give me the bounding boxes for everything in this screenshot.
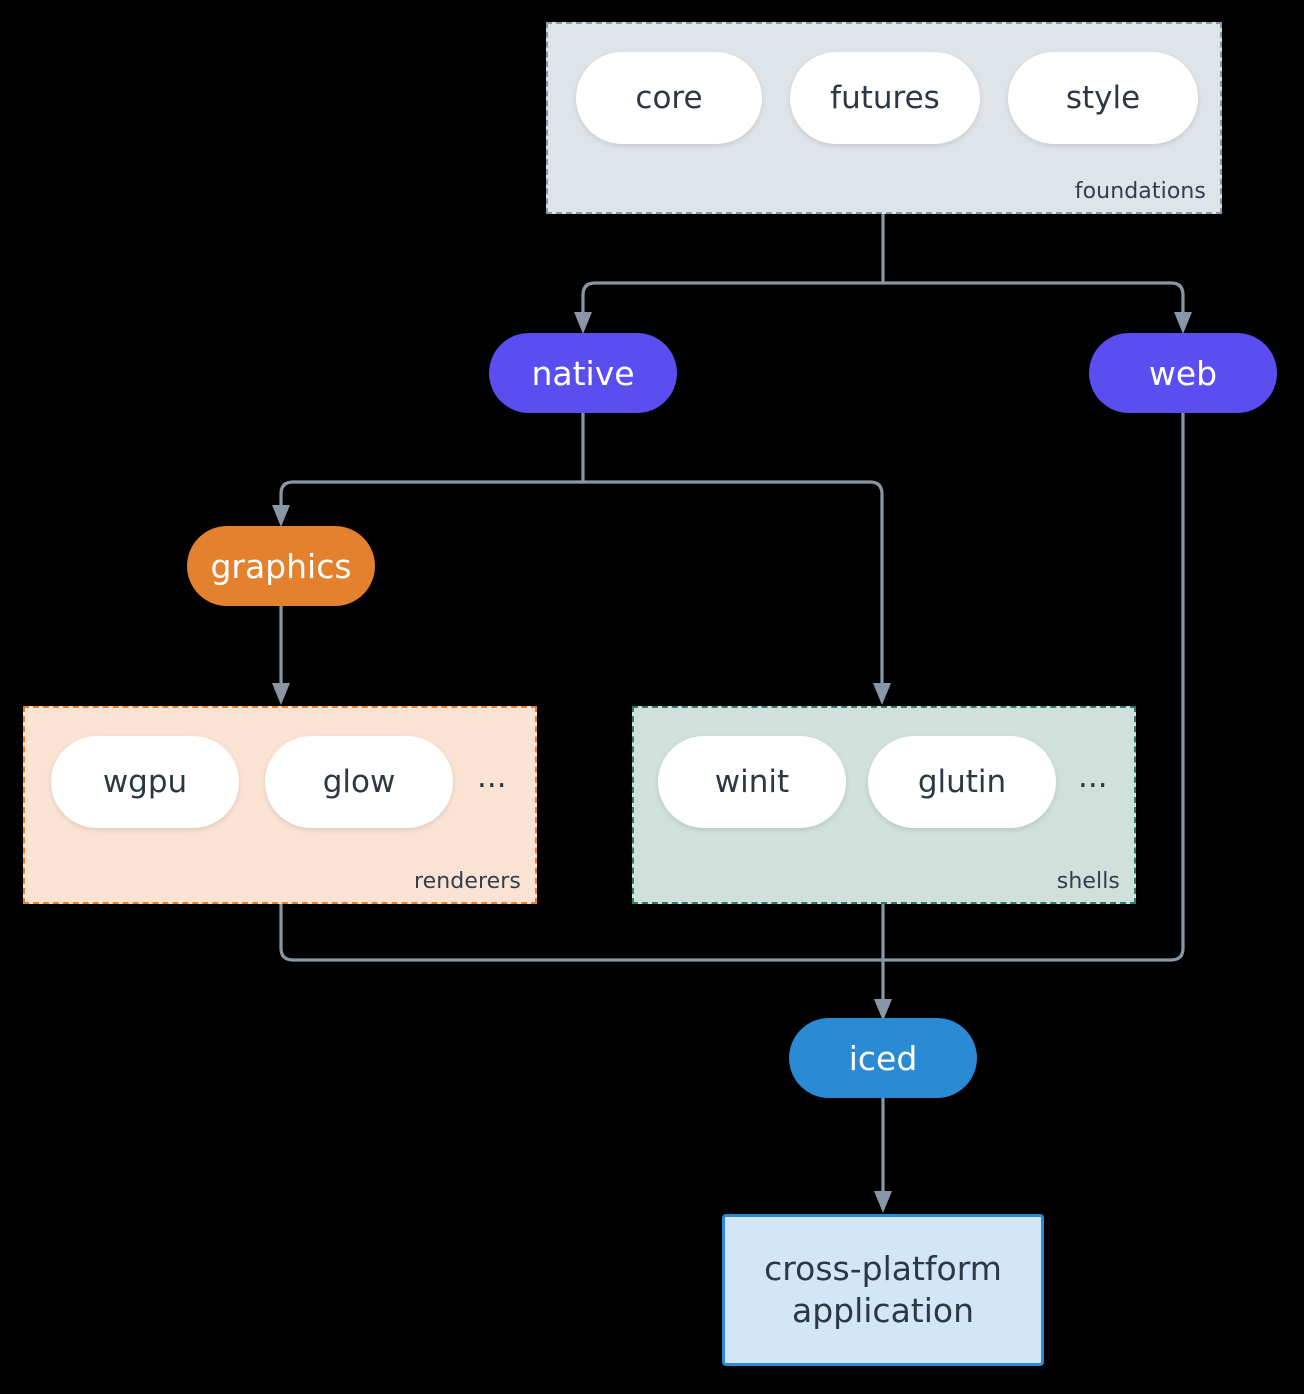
arrowhead-application	[874, 1191, 892, 1213]
node-native-label: native	[531, 353, 635, 393]
arrowhead-web	[1174, 312, 1192, 334]
pill-wgpu[interactable]: wgpu	[51, 736, 239, 828]
application-line-2: application	[791, 1291, 975, 1330]
edge-native-shells	[581, 480, 884, 686]
edge-foundations-native	[581, 281, 885, 317]
pill-winit[interactable]: winit	[658, 736, 846, 828]
node-graphics-label: graphics	[210, 546, 352, 586]
pill-style[interactable]: style	[1008, 52, 1198, 144]
foundations-members: core futures style	[576, 52, 1198, 144]
cluster-renderers: wgpu glow ... renderers	[23, 706, 537, 904]
cluster-shells: winit glutin ... shells	[632, 706, 1136, 904]
application-text-block: cross-platform application	[764, 1248, 1002, 1332]
pill-glutin-label: glutin	[917, 764, 1007, 800]
arrowhead-native	[574, 312, 592, 334]
edge-web-iced	[881, 409, 1185, 962]
arrowhead-renderers	[272, 683, 290, 705]
cluster-renderers-label: renderers	[413, 869, 521, 894]
renderers-overflow-ellipsis: ...	[477, 758, 507, 795]
node-cross-platform-application[interactable]: cross-platform application	[722, 1214, 1044, 1366]
node-web[interactable]: web	[1089, 333, 1277, 413]
pill-winit-label: winit	[714, 764, 790, 800]
pill-glow-label: glow	[322, 764, 396, 800]
node-web-label: web	[1148, 353, 1218, 393]
cluster-foundations-label: foundations	[1074, 179, 1206, 204]
node-native[interactable]: native	[489, 333, 677, 413]
node-graphics[interactable]: graphics	[187, 526, 375, 606]
pill-core[interactable]: core	[576, 52, 762, 144]
edge-foundations-web	[881, 281, 1185, 317]
application-line-1: cross-platform	[764, 1248, 1002, 1288]
cluster-shells-label: shells	[1056, 869, 1120, 894]
node-iced-label: iced	[848, 1038, 918, 1078]
edge-native-graphics	[279, 480, 585, 510]
arrowhead-shells	[873, 683, 891, 705]
pill-glutin[interactable]: glutin	[868, 736, 1056, 828]
arrowhead-iced	[874, 999, 892, 1021]
renderers-members: wgpu glow ...	[51, 736, 507, 828]
edge-renderers-iced	[279, 903, 885, 962]
pill-style-label: style	[1065, 80, 1141, 116]
shells-overflow-ellipsis: ...	[1078, 758, 1108, 795]
pill-futures[interactable]: futures	[790, 52, 980, 144]
node-iced[interactable]: iced	[789, 1018, 977, 1098]
pill-core-label: core	[635, 80, 703, 116]
pill-glow[interactable]: glow	[265, 736, 453, 828]
arrowhead-graphics	[272, 505, 290, 527]
pill-wgpu-label: wgpu	[102, 764, 188, 800]
shells-members: winit glutin ...	[658, 736, 1108, 828]
cluster-foundations: core futures style foundations	[546, 22, 1222, 214]
pill-futures-label: futures	[830, 80, 940, 116]
